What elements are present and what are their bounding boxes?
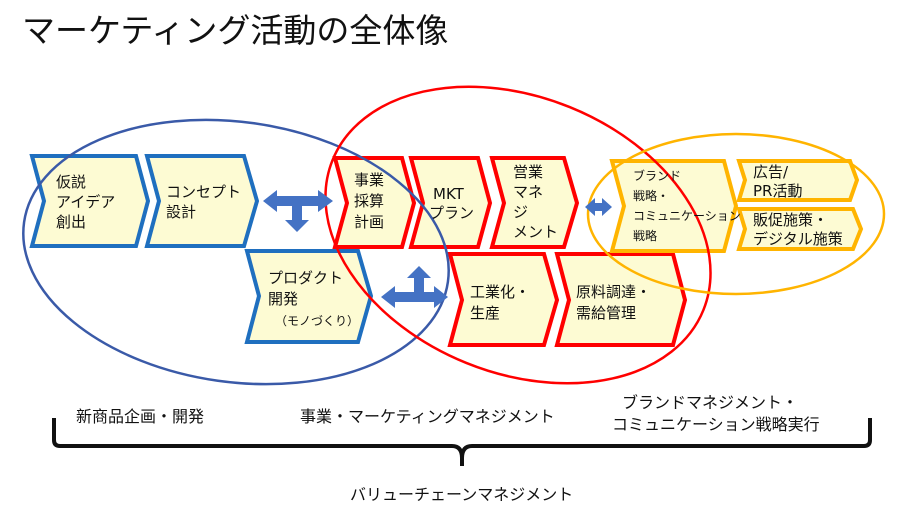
chevron-brand (609, 159, 739, 253)
ads-text: 広告/ PR活動 (753, 163, 802, 200)
hypothesis-text: 仮説 アイデア 創出 (56, 173, 120, 231)
chevron-industrial (447, 252, 560, 347)
label-business-mkt: 事業・マーケティングマネジメント (300, 407, 555, 426)
sales-text: 営業 マネ ジ メント (513, 163, 558, 241)
t-arrow-up-icon (381, 266, 448, 308)
promo-text: 販促施策・ デジタル施策 (753, 211, 843, 248)
mkt-text: MKT プラン (429, 185, 474, 222)
concept-text: コンセプト 設計 (166, 183, 246, 221)
label-brand-line1: ブランドマネジメント・ (622, 393, 798, 412)
label-new-product: 新商品企画・開発 (76, 407, 204, 426)
ellipse-new-product (22, 118, 450, 386)
chevron-procurement (554, 252, 688, 347)
chevron-mkt (408, 156, 493, 249)
brand-text: ブランド 戦略・ コミュニケーション 戦略 (633, 168, 745, 243)
ellipse-brand (586, 132, 886, 296)
t-arrow-down-icon (263, 190, 333, 232)
product-text: プロダクト 開発 （モノづくり） (268, 269, 359, 328)
chevron-concept (144, 154, 260, 248)
chevron-sales (489, 156, 580, 249)
chevron-business (332, 156, 417, 249)
industrial-text: 工業化・ 生産 (470, 283, 535, 322)
procurement-text: 原料調達・ 需給管理 (576, 283, 656, 322)
chevron-product (244, 249, 374, 344)
ellipse-business-mkt (324, 85, 712, 385)
curly-bracket (52, 418, 872, 466)
page-title: マーケティング活動の全体像 (22, 11, 448, 50)
chevron-promo (736, 207, 864, 251)
chevron-ads (736, 159, 860, 202)
label-brand-line2: コミュニケーション戦略実行 (612, 415, 820, 434)
business-text: 事業 採算 計画 (354, 171, 389, 231)
chevron-hypothesis (29, 154, 151, 248)
double-arrow-icon (585, 198, 612, 216)
label-value-chain: バリューチェーンマネジメント (350, 485, 573, 504)
